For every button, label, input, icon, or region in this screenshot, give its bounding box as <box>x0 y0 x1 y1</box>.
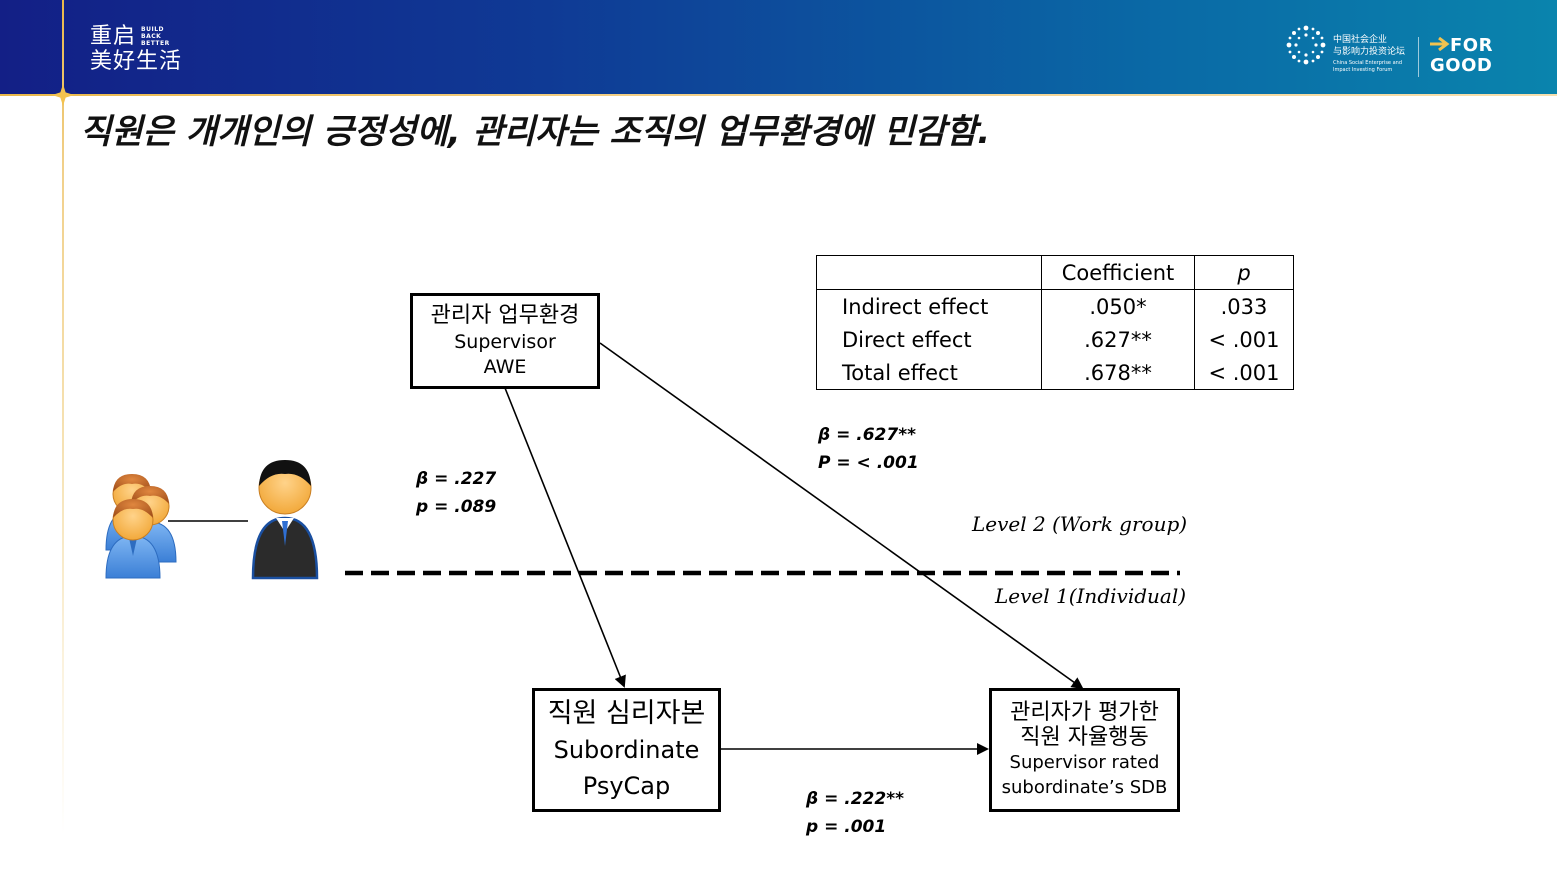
table-cell: < .001 <box>1194 356 1294 390</box>
forgood-wordmark: FOR GOOD <box>1430 35 1493 76</box>
table-cell: .033 <box>1194 289 1294 323</box>
path-a-coefficient: β = .227 p = .089 <box>416 465 496 521</box>
sdb-en-1: Supervisor rated <box>1009 752 1160 773</box>
sdb-en-2: subordinate’s SDB <box>1001 777 1168 798</box>
table-header-blank <box>816 255 1042 290</box>
forum-name-cn: 中国社会企业 与影响力投资论坛 <box>1333 35 1406 57</box>
psycap-kr: 직원 심리자본 <box>547 698 706 729</box>
employees-group-icon <box>105 474 177 579</box>
table-header-coefficient: Coefficient <box>1041 255 1195 290</box>
sdb-kr-1: 관리자가 평가한 <box>1010 700 1159 725</box>
supervisor-awe-kr: 관리자 업무환경 <box>430 303 580 328</box>
table-row: Direct effect .627** < .001 <box>816 323 1294 356</box>
build-back-better-logo: 重启 BUILD BACK BETTER 美好生活 <box>90 24 182 74</box>
path-a-arrow <box>504 387 626 688</box>
supervisor-icon <box>251 460 319 580</box>
subordinate-sdb-box: 관리자가 평가한 직원 자율행동 Supervisor rated subord… <box>989 688 1180 812</box>
logo-separator <box>1418 37 1419 77</box>
psycap-en-2: PsyCap <box>582 772 671 800</box>
table-cell: .627** <box>1041 323 1195 356</box>
subordinate-psycap-box: 직원 심리자본 Subordinate PsyCap <box>532 688 721 812</box>
sdb-kr-2: 직원 자율행동 <box>1020 725 1149 750</box>
level-2-label: Level 2 (Work group) <box>972 512 1188 536</box>
table-cell: .050* <box>1041 289 1195 323</box>
table-cell: Total effect <box>816 356 1042 390</box>
path-c-p: P = < .001 <box>818 453 919 473</box>
logo-cn-line-2: 美好生活 <box>90 49 183 74</box>
table-row: Total effect .678** < .001 <box>816 356 1294 390</box>
table-cell: Direct effect <box>816 323 1042 356</box>
table-header-p: p <box>1194 255 1294 290</box>
supervisor-awe-en-1: Supervisor <box>454 331 556 353</box>
path-c-beta: β = .627** <box>818 425 916 445</box>
psycap-en-1: Subordinate <box>553 736 700 764</box>
table-cell: .678** <box>1041 356 1195 390</box>
forum-logo: 中国社会企业 与影响力投资论坛 China Social Enterprise … <box>1285 22 1515 78</box>
forum-name-en: China Social Enterprise and Impact Inves… <box>1333 60 1403 73</box>
level-1-label: Level 1(Individual) <box>995 584 1187 608</box>
supervisor-awe-box: 관리자 업무환경 Supervisor AWE <box>410 293 600 389</box>
burst-logo-icon <box>1286 25 1326 65</box>
path-b-p: p = .001 <box>806 817 887 837</box>
logo-cn-line-1: 重启 <box>90 24 137 49</box>
supervisor-awe-en-2: AWE <box>483 356 527 378</box>
effects-table: Coefficient p Indirect effect .050* .033… <box>816 255 1294 390</box>
path-a-p: p = .089 <box>416 497 497 517</box>
gold-horizontal-rule <box>0 94 1557 96</box>
path-c-coefficient: β = .627** P = < .001 <box>818 421 919 477</box>
path-c-arrow <box>599 342 1084 690</box>
gold-vertical-rule <box>62 0 64 835</box>
table-cell: < .001 <box>1194 323 1294 356</box>
path-a-beta: β = .227 <box>416 469 497 489</box>
table-header-row: Coefficient p <box>816 255 1294 290</box>
path-b-beta: β = .222** <box>806 789 904 809</box>
slide-title: 직원은 개개인의 긍정성에, 관리자는 조직의 업무환경에 민감함. <box>80 112 991 152</box>
header-band <box>0 0 1557 94</box>
logo-en-block: BUILD BACK BETTER <box>141 26 170 47</box>
table-row: Indirect effect .050* .033 <box>816 289 1294 323</box>
path-b-coefficient: β = .222** p = .001 <box>806 785 904 841</box>
forgood-arrow-icon <box>1430 37 1450 51</box>
table-cell: Indirect effect <box>816 289 1042 323</box>
